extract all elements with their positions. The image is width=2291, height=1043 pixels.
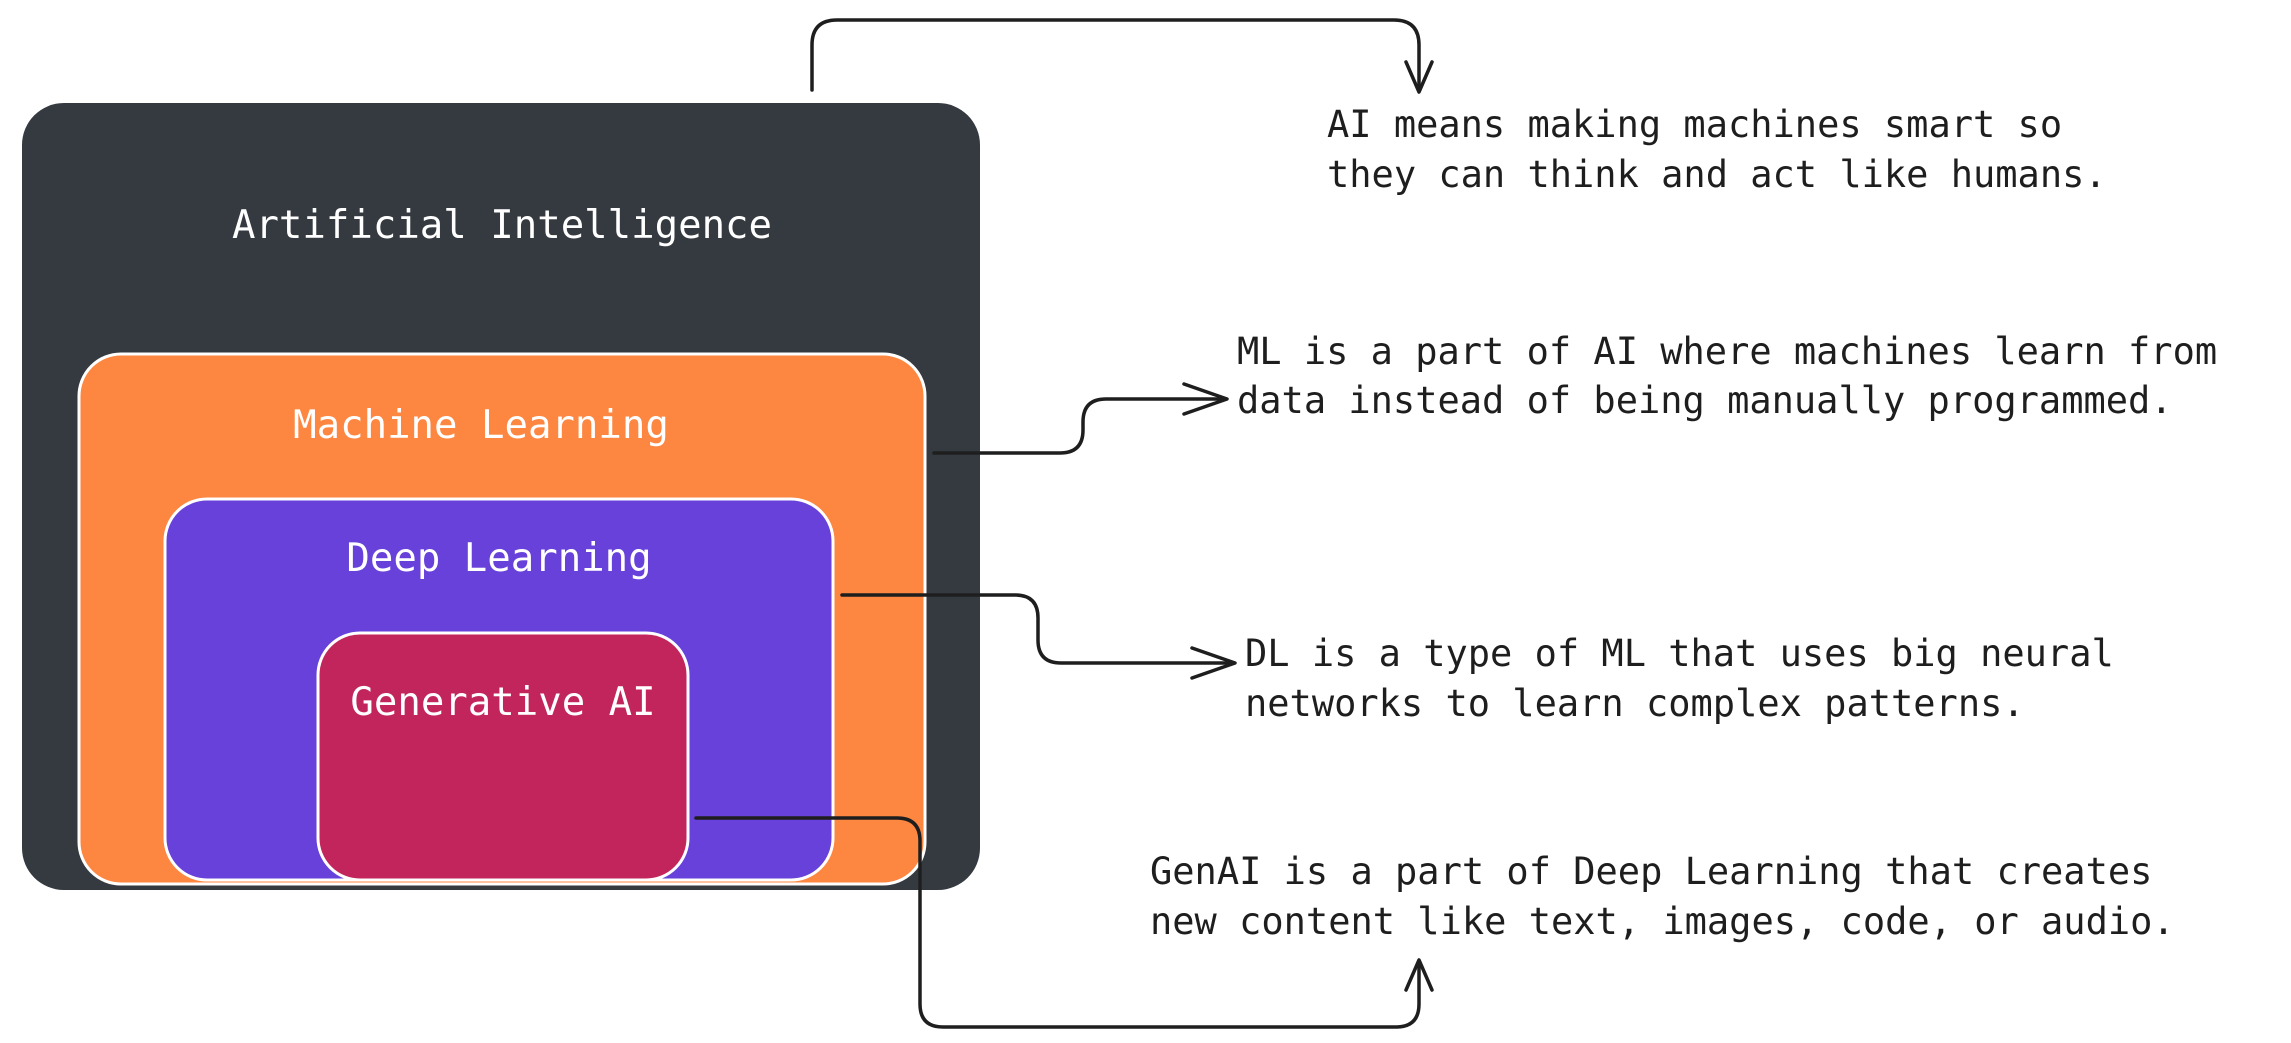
ai-description-line-1: AI means making machines smart so xyxy=(1327,103,2062,146)
ml-arrowhead-icon xyxy=(1182,382,1229,416)
dl-box-label: Deep Learning xyxy=(346,536,651,581)
genai-box-group: Generative AI xyxy=(316,631,690,882)
ml-description-line-2: data instead of being manually programme… xyxy=(1237,379,2173,422)
ai-box-label: Artificial Intelligence xyxy=(232,203,772,248)
ml-box-label: Machine Learning xyxy=(293,403,669,448)
dl-connector-arrow xyxy=(840,593,1236,665)
ai-description: AI means making machines smart so they c… xyxy=(1327,103,2107,196)
ml-description-line-1: ML is a part of AI where machines learn … xyxy=(1237,330,2217,373)
dl-description-line-1: DL is a type of ML that uses big neural xyxy=(1245,632,2114,675)
genai-arrowhead-icon xyxy=(1404,958,1434,992)
ml-description: ML is a part of AI where machines learn … xyxy=(1237,330,2217,422)
ai-description-line-2: they can think and act like humans. xyxy=(1327,153,2107,196)
genai-description-line-2: new content like text, images, code, or … xyxy=(1150,900,2175,943)
genai-box xyxy=(316,631,690,882)
connector-arrows xyxy=(694,18,1434,1029)
dl-arrowhead-icon xyxy=(1190,646,1237,680)
genai-box-label: Generative AI xyxy=(350,680,655,725)
genai-description-line-1: GenAI is a part of Deep Learning that cr… xyxy=(1150,850,2152,893)
dl-description-line-2: networks to learn complex patterns. xyxy=(1245,682,2025,725)
genai-connector-arrow xyxy=(694,816,1421,1029)
dl-description: DL is a type of ML that uses big neural … xyxy=(1245,632,2114,725)
ai-arrowhead-icon xyxy=(1404,60,1434,94)
ai-connector-arrow xyxy=(810,18,1421,92)
ml-connector-arrow xyxy=(932,397,1228,455)
genai-description: GenAI is a part of Deep Learning that cr… xyxy=(1150,850,2175,943)
